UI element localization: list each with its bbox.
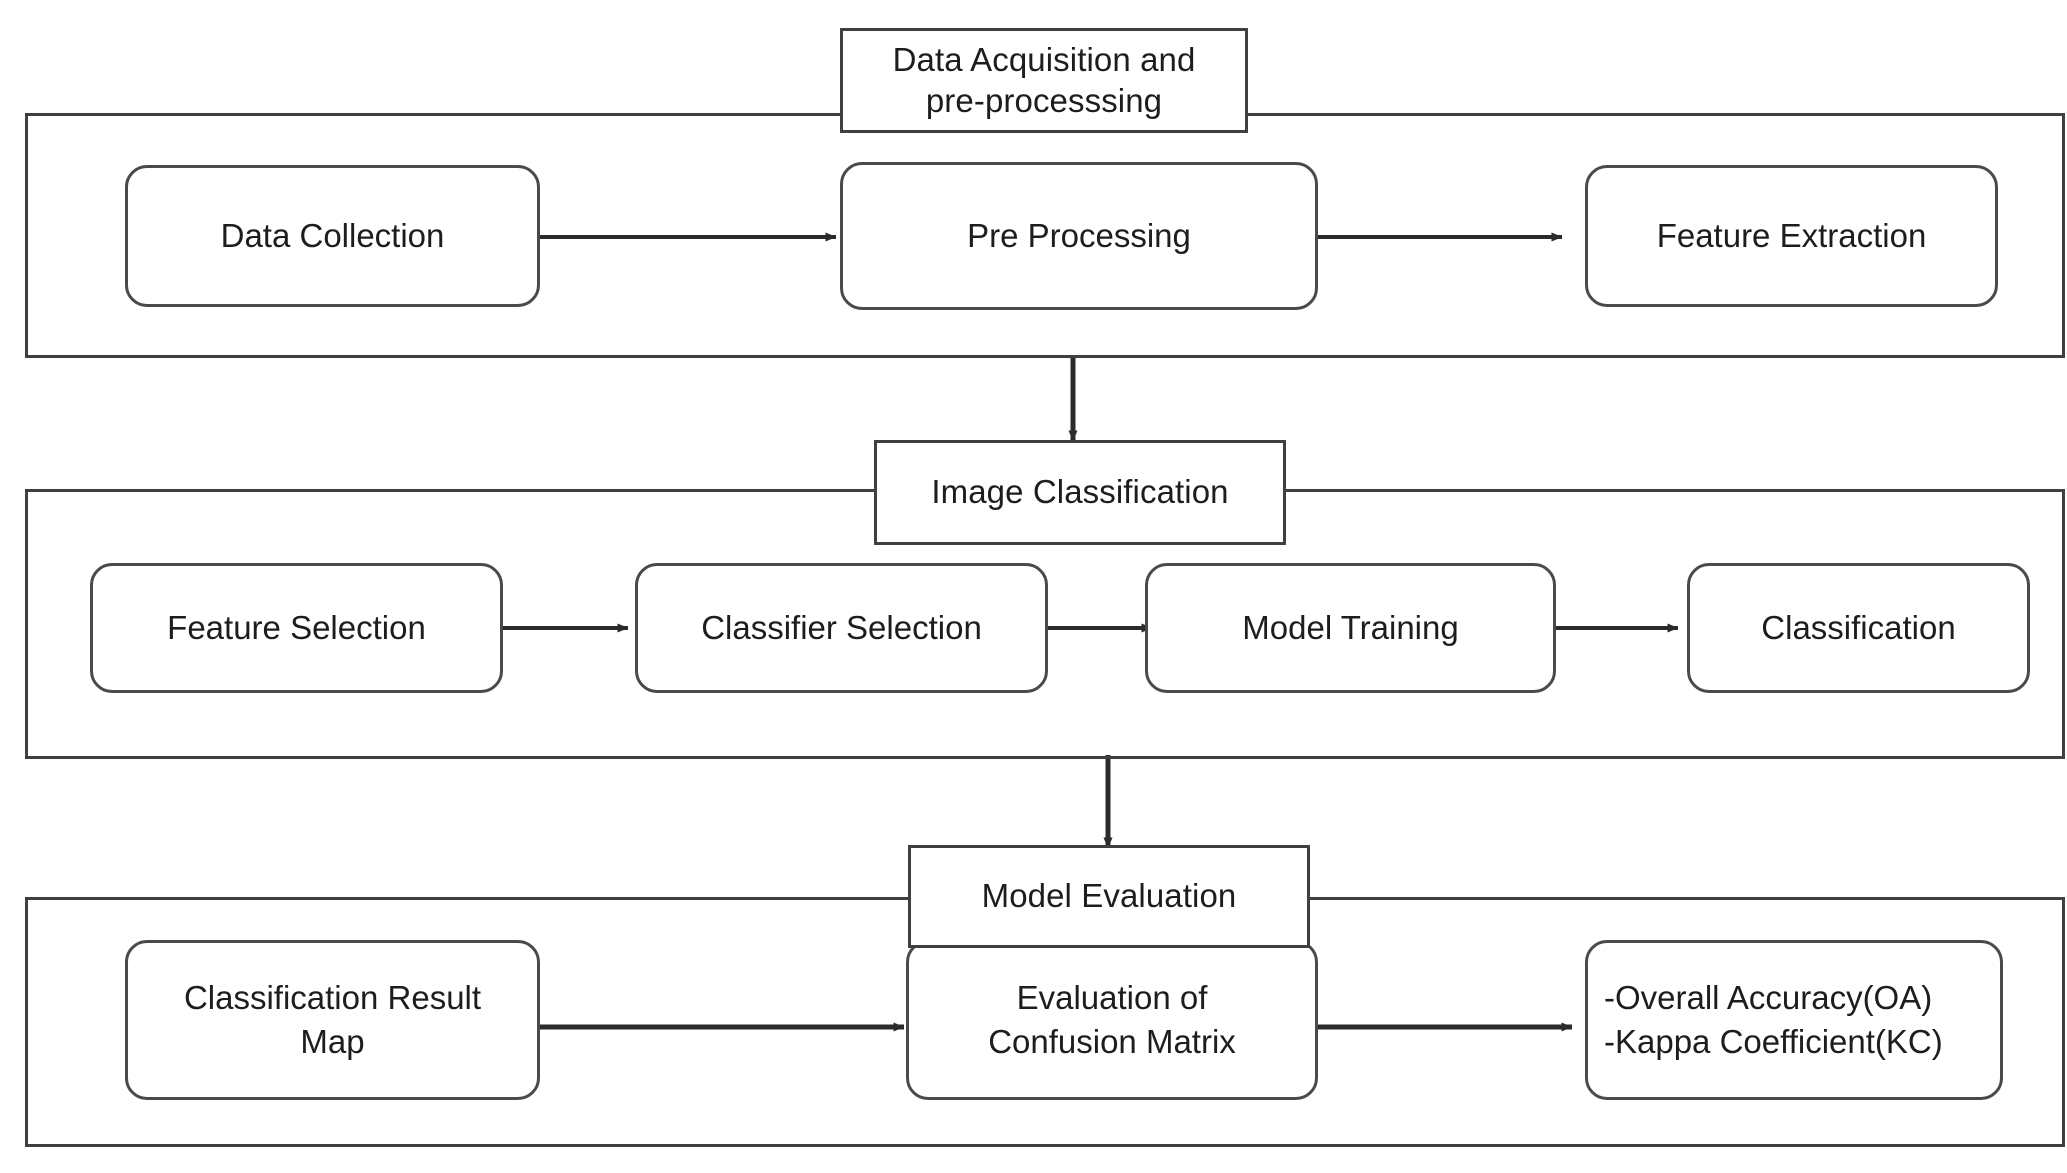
- section-title-image-classification: Image Classification: [874, 440, 1286, 545]
- node-classifier-selection[interactable]: Classifier Selection: [635, 563, 1048, 693]
- node-model-training[interactable]: Model Training: [1145, 563, 1556, 693]
- section-title-line-1: Data Acquisition and: [892, 41, 1196, 79]
- section-title-line-1: Model Evaluation: [981, 877, 1237, 915]
- section-title-line-2: pre-processsing: [925, 81, 1163, 119]
- section-title-data-acquisition: Data Acquisition and pre-processsing: [840, 28, 1248, 133]
- node-label-pre-processing: Pre Processing: [967, 217, 1191, 255]
- node-feature-extraction[interactable]: Feature Extraction: [1585, 165, 1998, 307]
- node-feature-selection[interactable]: Feature Selection: [90, 563, 503, 693]
- section-title-model-evaluation: Model Evaluation: [908, 845, 1310, 948]
- node-classification[interactable]: Classification: [1687, 563, 2030, 693]
- node-label-line-2: Map: [300, 1023, 365, 1060]
- node-label-line-1: Evaluation of: [1016, 979, 1208, 1017]
- node-evaluation-confusion-matrix[interactable]: Evaluation of Confusion Matrix: [906, 940, 1318, 1100]
- node-label-overall-accuracy: -Overall Accuracy(OA): [1604, 979, 1933, 1017]
- node-metrics[interactable]: -Overall Accuracy(OA) -Kappa Coefficient…: [1585, 940, 2003, 1100]
- node-label-feature-selection: Feature Selection: [167, 609, 426, 647]
- node-label-kappa-coefficient: -Kappa Coefficient(KC): [1604, 1023, 1943, 1060]
- node-label-line-1: Classification Result: [183, 979, 482, 1017]
- node-label-classifier-selection: Classifier Selection: [701, 609, 982, 647]
- node-label-model-training: Model Training: [1242, 609, 1459, 647]
- node-data-collection[interactable]: Data Collection: [125, 165, 540, 307]
- node-pre-processing[interactable]: Pre Processing: [840, 162, 1318, 310]
- node-label-feature-extraction: Feature Extraction: [1656, 217, 1927, 255]
- node-label-data-collection: Data Collection: [220, 217, 445, 255]
- section-title-line-1: Image Classification: [931, 473, 1229, 511]
- node-label-line-2: Confusion Matrix: [988, 1023, 1236, 1060]
- node-classification-result-map[interactable]: Classification Result Map: [125, 940, 540, 1100]
- node-label-classification: Classification: [1761, 609, 1956, 647]
